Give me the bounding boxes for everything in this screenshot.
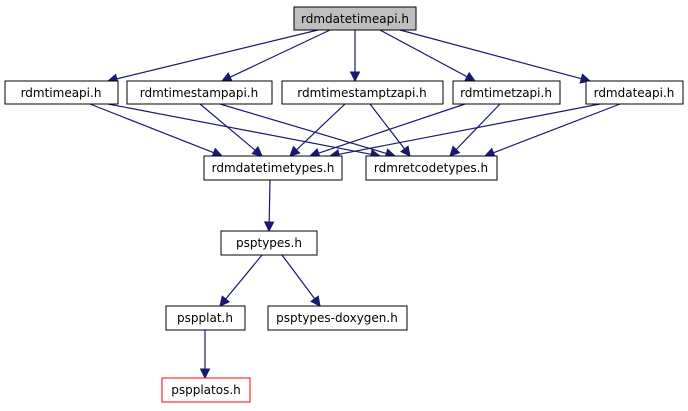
edge-rdmdateapi-to-rdmretcodetypes <box>493 103 621 154</box>
arrowhead-rdmtimestamptzapi-to-rdmdatetimetypes <box>289 145 301 157</box>
edge-rdmdatetimeapi-to-rdmtimeapi <box>116 29 319 80</box>
node-label-rdmdateapi: rdmdateapi.h <box>594 86 675 100</box>
arrowhead-rdmtimetzapi-to-rdmretcodetypes <box>449 145 461 157</box>
node-rdmretcodetypes[interactable]: rdmretcodetypes.h <box>365 155 498 181</box>
node-pspplat[interactable]: pspplat.h <box>165 305 246 331</box>
arrowhead-rdmdatetimeapi-to-rdmtimetzapi <box>464 71 476 82</box>
node-label-rdmtimeapi: rdmtimeapi.h <box>21 86 102 100</box>
edge-rdmtimeapi-to-rdmdatetimetypes <box>89 103 214 154</box>
arrowhead-rdmdatetimetypes-to-psptypes <box>263 221 275 233</box>
node-psptypes[interactable]: psptypes.h <box>220 230 318 256</box>
node-rdmdateapi[interactable]: rdmdateapi.h <box>585 80 684 105</box>
arrowhead-pspplat-to-pspplatos <box>199 368 211 380</box>
node-rdmdatetimeapi[interactable]: rdmdatetimeapi.h <box>293 6 417 31</box>
edge-rdmtimetzapi-to-rdmretcodetypes <box>455 103 501 150</box>
edge-rdmtimestampapi-to-rdmdatetimetypes <box>199 103 256 151</box>
arrowhead-psptypes-to-pspplat <box>219 295 231 307</box>
edge-rdmdatetimeapi-to-rdmtimestampapi <box>229 29 331 78</box>
node-rdmdatetimetypes[interactable]: rdmdatetimetypes.h <box>203 155 343 181</box>
edge-psptypes-to-psptypes_doxygen <box>281 254 316 300</box>
node-label-rdmtimetzapi: rdmtimetzapi.h <box>460 86 552 100</box>
graph-edges <box>89 29 621 380</box>
node-label-psptypes: psptypes.h <box>236 236 302 250</box>
node-label-rdmretcodetypes: rdmretcodetypes.h <box>374 161 488 175</box>
node-label-psptypes-doxygen: psptypes-doxygen.h <box>276 311 398 325</box>
node-label-rdmtimestamptzapi: rdmtimestamptzapi.h <box>297 86 427 100</box>
arrowhead-rdmtimestampapi-to-rdmdatetimetypes <box>251 145 263 157</box>
arrowhead-psptypes-to-psptypes_doxygen <box>310 295 321 307</box>
edge-rdmtimestamptzapi-to-rdmretcodetypes <box>369 103 405 150</box>
edge-rdmdatetimeapi-to-rdmtimetzapi <box>379 29 468 78</box>
arrowhead-rdmdatetimeapi-to-rdmtimestampapi <box>220 72 233 82</box>
node-label-rdmdatetimetypes: rdmdatetimetypes.h <box>212 161 335 175</box>
edge-rdmtimeapi-to-rdmretcodetypes <box>107 103 372 155</box>
node-rdmtimestamptzapi[interactable]: rdmtimestamptzapi.h <box>281 80 444 105</box>
edge-psptypes-to-pspplat <box>225 254 263 300</box>
edge-rdmdatetimeapi-to-rdmdateapi <box>399 29 582 80</box>
node-rdmtimeapi[interactable]: rdmtimeapi.h <box>4 80 119 105</box>
node-label-rdmdatetimeapi: rdmdatetimeapi.h <box>301 12 409 26</box>
edge-rdmdatetimetypes-to-psptypes <box>268 179 271 223</box>
arrowhead-rdmdatetimeapi-to-rdmtimestamptzapi <box>349 71 361 83</box>
node-rdmtimetzapi[interactable]: rdmtimetzapi.h <box>452 80 561 105</box>
arrowhead-rdmtimestamptzapi-to-rdmretcodetypes <box>399 145 411 157</box>
edge-rdmtimetzapi-to-rdmdatetimetypes <box>318 103 466 154</box>
edge-rdmtimestampapi-to-rdmretcodetypes <box>219 103 387 155</box>
node-psptypes-doxygen[interactable]: psptypes-doxygen.h <box>267 305 408 331</box>
node-label-pspplat: pspplat.h <box>177 311 233 325</box>
node-label-pspplatos: pspplatos.h <box>171 383 241 397</box>
node-label-rdmtimestampapi: rdmtimestampapi.h <box>140 86 258 100</box>
edge-rdmtimestamptzapi-to-rdmdatetimetypes <box>296 103 346 151</box>
edge-rdmdateapi-to-rdmdatetimetypes <box>338 103 601 155</box>
node-pspplatos[interactable]: pspplatos.h <box>161 377 251 403</box>
node-rdmtimestampapi[interactable]: rdmtimestampapi.h <box>126 80 273 105</box>
